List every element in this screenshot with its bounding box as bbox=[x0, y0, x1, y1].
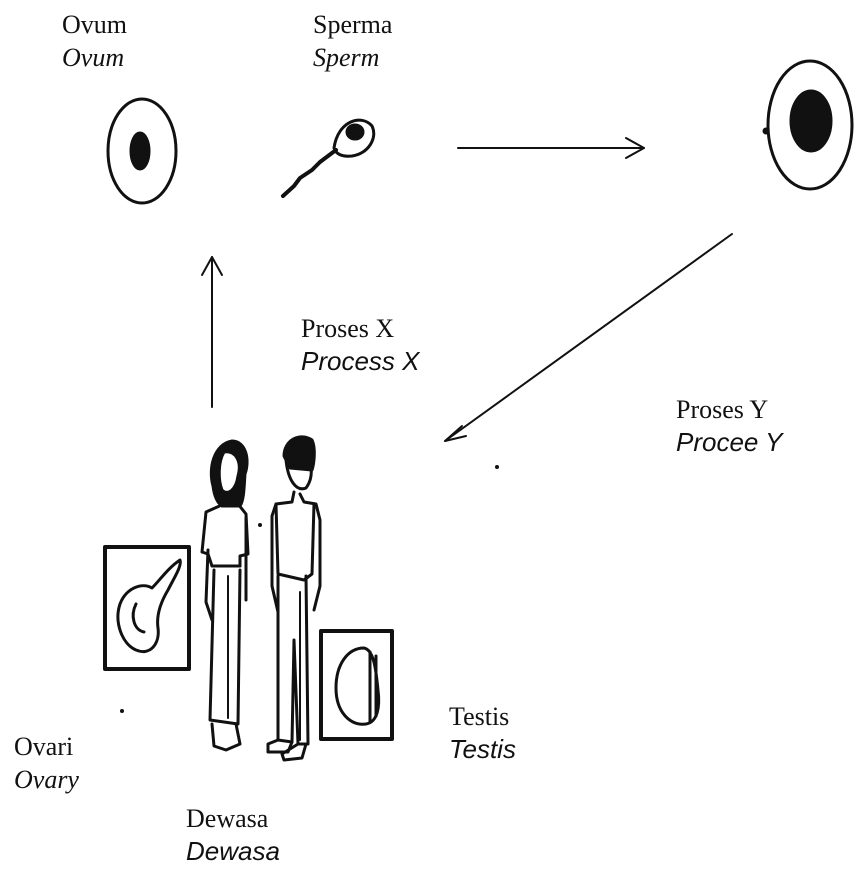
arrow-process-x bbox=[202, 257, 222, 407]
ovum-label-english: Ovum bbox=[62, 41, 127, 74]
testis-label-english: Testis bbox=[449, 733, 516, 766]
zygote-cell bbox=[764, 61, 852, 189]
sperm-label-malay: Sperma bbox=[313, 8, 392, 41]
process-x-label: Proses X Process X bbox=[301, 312, 420, 378]
testis-label-malay: Testis bbox=[449, 700, 516, 733]
sperm-label: Sperma Sperm bbox=[313, 8, 392, 74]
process-y-label: Proses Y Procee Y bbox=[676, 393, 782, 459]
ovum-label: Ovum Ovum bbox=[62, 8, 127, 74]
process-y-label-english: Procee Y bbox=[676, 426, 782, 459]
testis-label: Testis Testis bbox=[449, 700, 516, 766]
process-x-label-english: Process X bbox=[301, 345, 420, 378]
testis-illustration bbox=[321, 631, 392, 739]
adult-female-figure bbox=[202, 441, 248, 750]
adult-label-english: Dewasa bbox=[186, 835, 280, 868]
process-x-label-malay: Proses X bbox=[301, 312, 420, 345]
ovary-illustration bbox=[105, 547, 189, 669]
ovary-label-malay: Ovari bbox=[14, 730, 79, 763]
process-y-label-malay: Proses Y bbox=[676, 393, 782, 426]
ovary-label-english: Ovary bbox=[14, 763, 79, 796]
adult-label-malay: Dewasa bbox=[186, 802, 280, 835]
ovary-label: Ovari Ovary bbox=[14, 730, 79, 796]
sperm-label-english: Sperm bbox=[313, 41, 392, 74]
ovum-cell bbox=[108, 99, 176, 203]
adult-male-figure bbox=[268, 437, 320, 760]
arrow-fertilisation bbox=[458, 138, 644, 158]
adult-label: Dewasa Dewasa bbox=[186, 802, 280, 868]
sperm-cell bbox=[283, 120, 374, 196]
ovum-label-malay: Ovum bbox=[62, 8, 127, 41]
